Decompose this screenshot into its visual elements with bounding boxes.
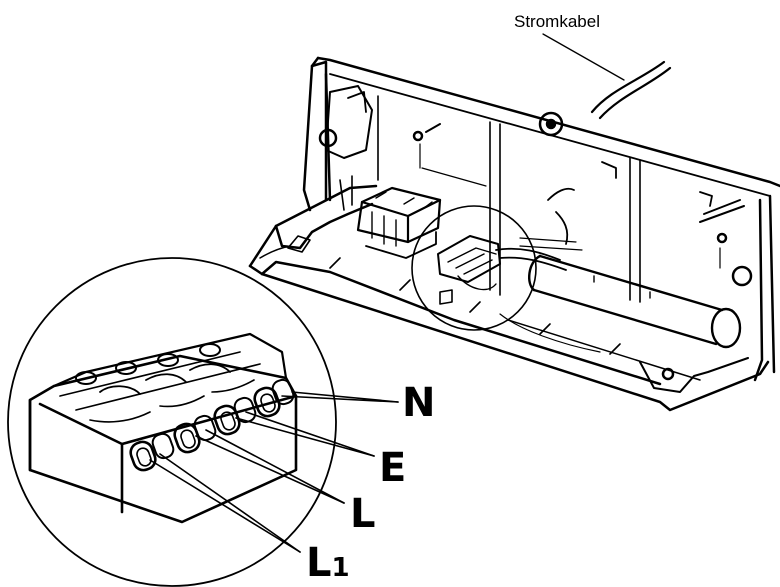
label-power-cable: Stromkabel — [514, 12, 600, 31]
terminal-block — [28, 332, 298, 524]
terminal-callout-small — [411, 187, 583, 331]
label-live: L — [350, 491, 376, 537]
label-switched-live-sub: 1 — [331, 553, 350, 583]
base-tray — [248, 184, 770, 412]
label-switched-live-main: L — [306, 540, 332, 586]
battery-tube — [499, 254, 742, 381]
back-housing — [302, 56, 780, 382]
label-earth: E — [379, 445, 407, 491]
transformer — [356, 186, 442, 259]
terminal-callout-large — [7, 257, 337, 587]
label-switched-live: L1 — [306, 543, 350, 587]
leader-lines — [149, 391, 399, 553]
power-cable — [542, 33, 672, 120]
label-neutral: N — [402, 380, 436, 426]
